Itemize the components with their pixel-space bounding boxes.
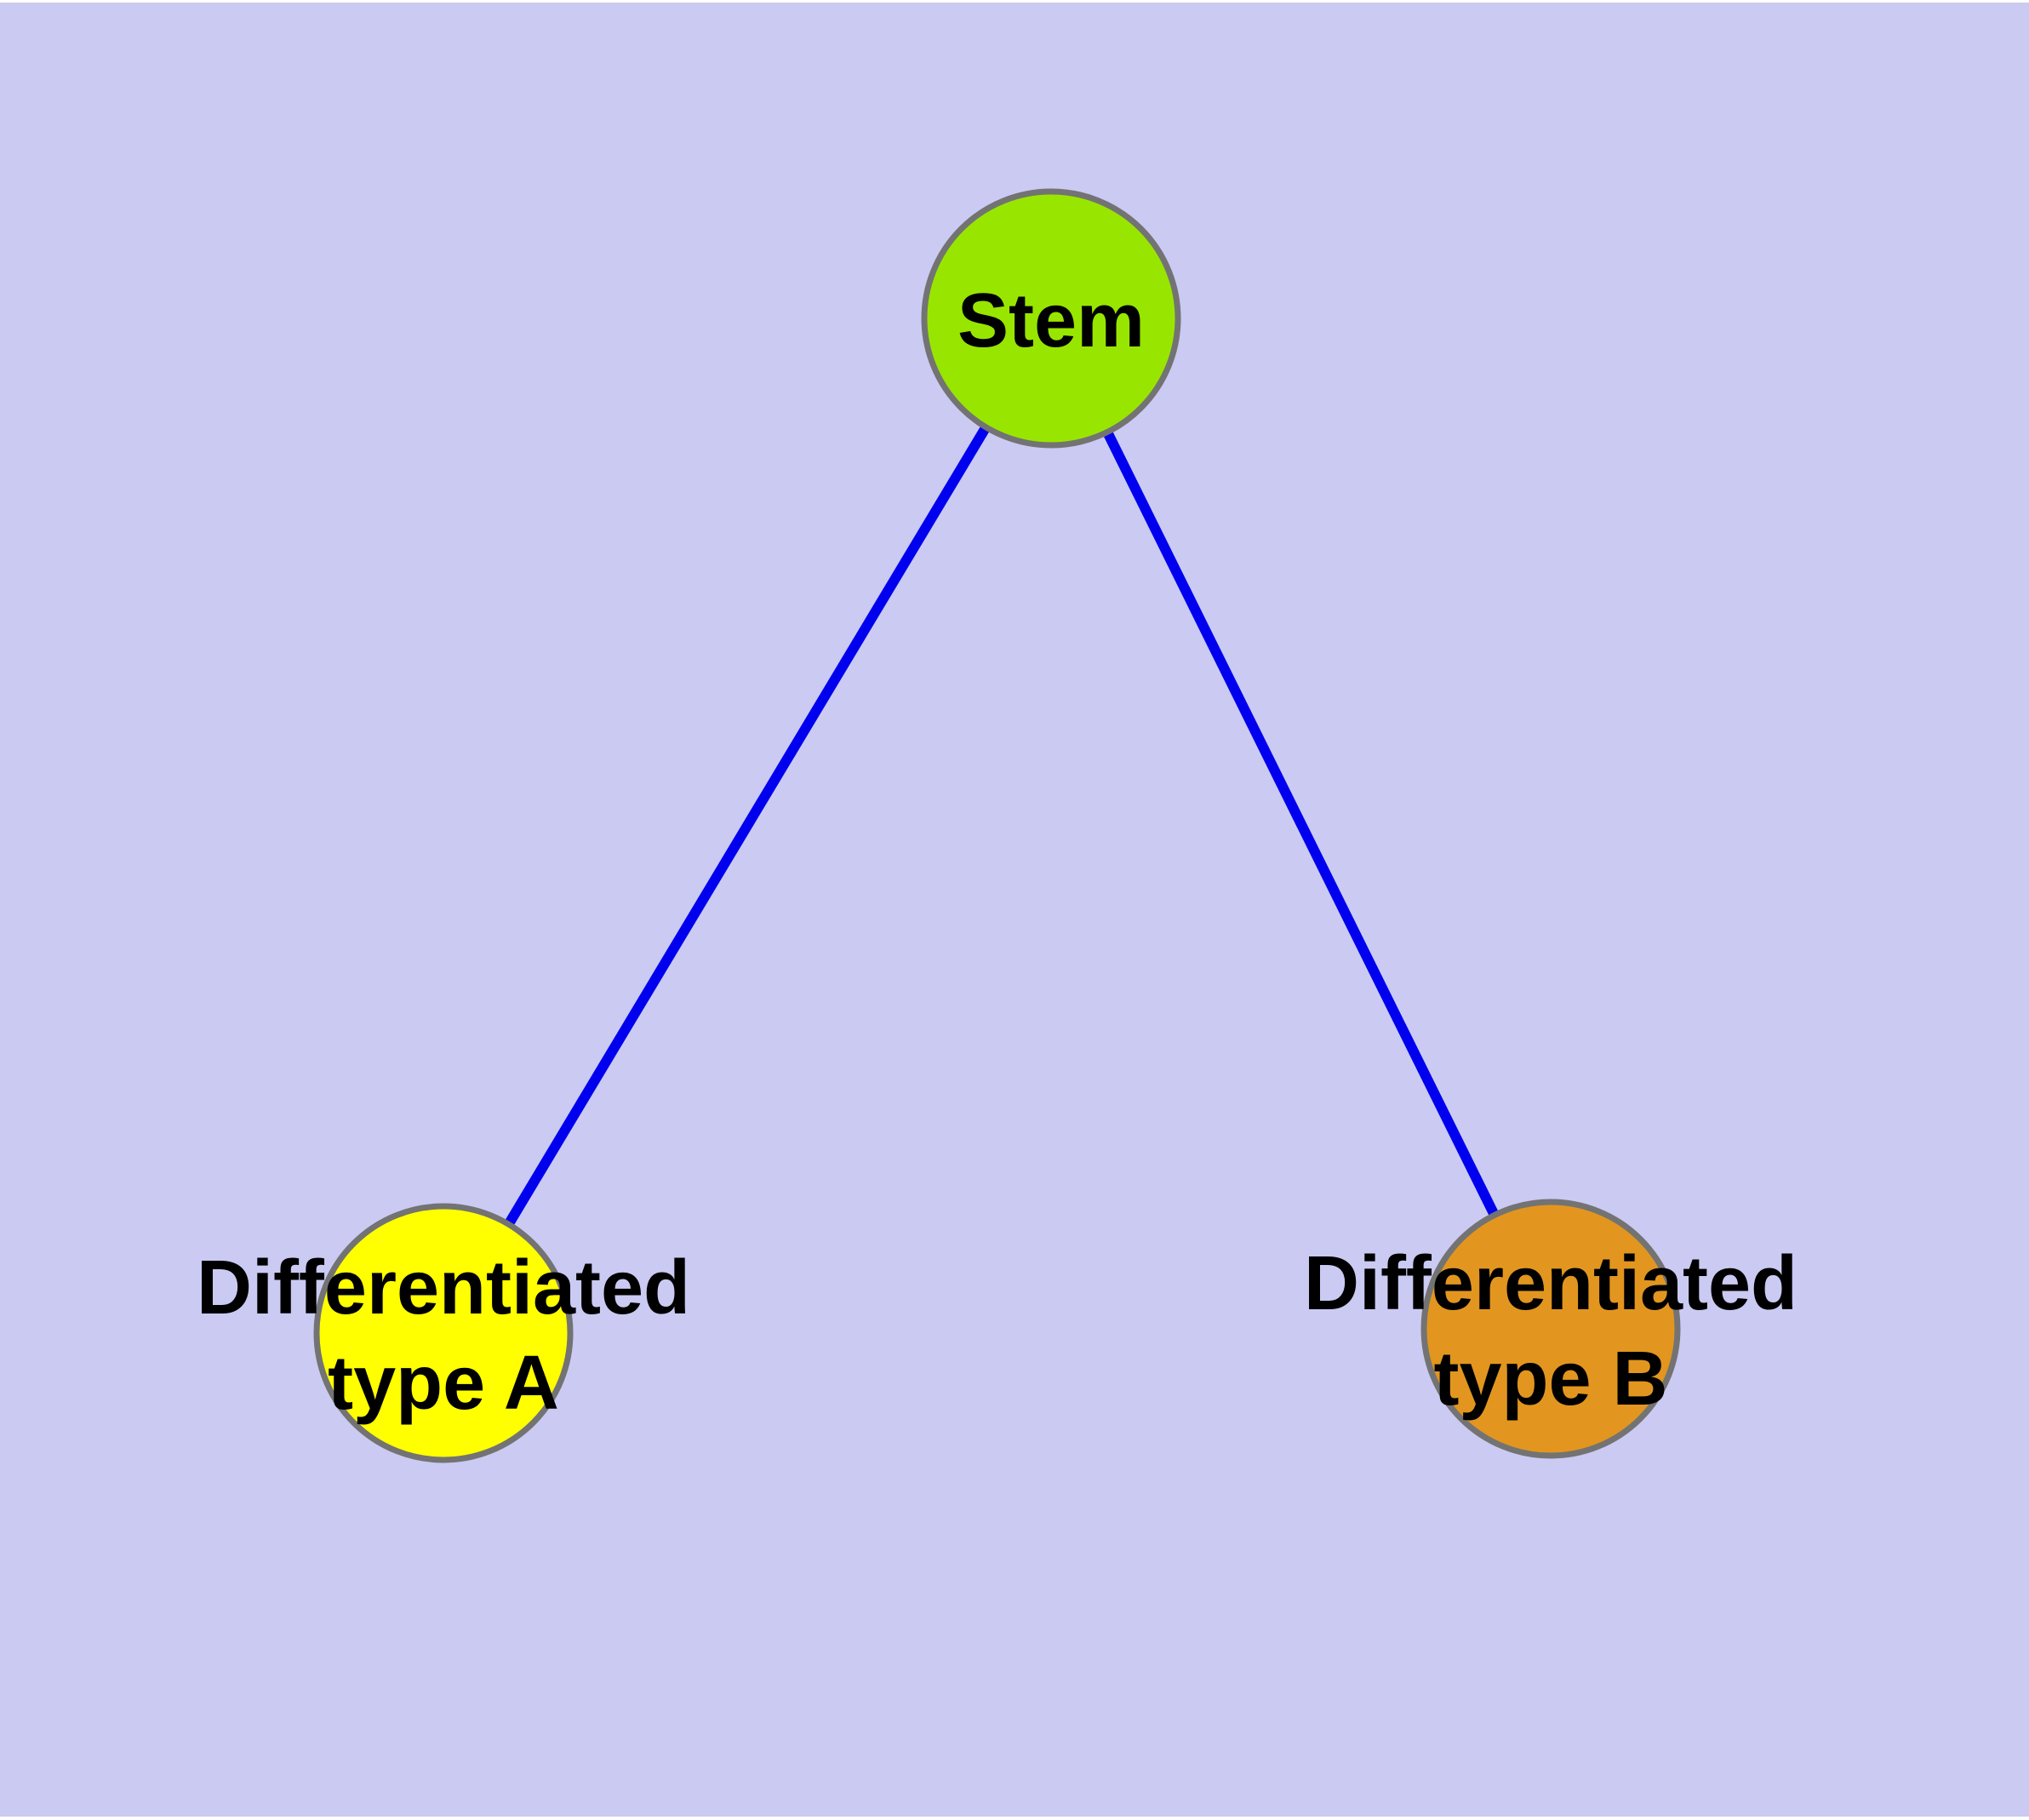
- node-stem-circle: [921, 188, 1181, 449]
- edge-stem-to-type-b: [1046, 316, 1556, 1331]
- node-type-b-label: Differentiated type B: [1304, 1241, 1798, 1422]
- node-type-b-label-line-2: type B: [1433, 1336, 1667, 1422]
- node-type-a-label-line-1: Differentiated: [197, 1245, 690, 1331]
- edge-stem-to-type-a: [438, 315, 1056, 1336]
- node-type-a-label-line-2: type A: [328, 1341, 559, 1426]
- node-stem-label: Stem: [957, 278, 1145, 363]
- node-type-a-label: Differentiated type A: [197, 1245, 690, 1426]
- node-type-a-circle: [313, 1203, 574, 1463]
- node-type-b-circle: [1420, 1199, 1681, 1459]
- node-type-b-label-line-1: Differentiated: [1304, 1241, 1798, 1326]
